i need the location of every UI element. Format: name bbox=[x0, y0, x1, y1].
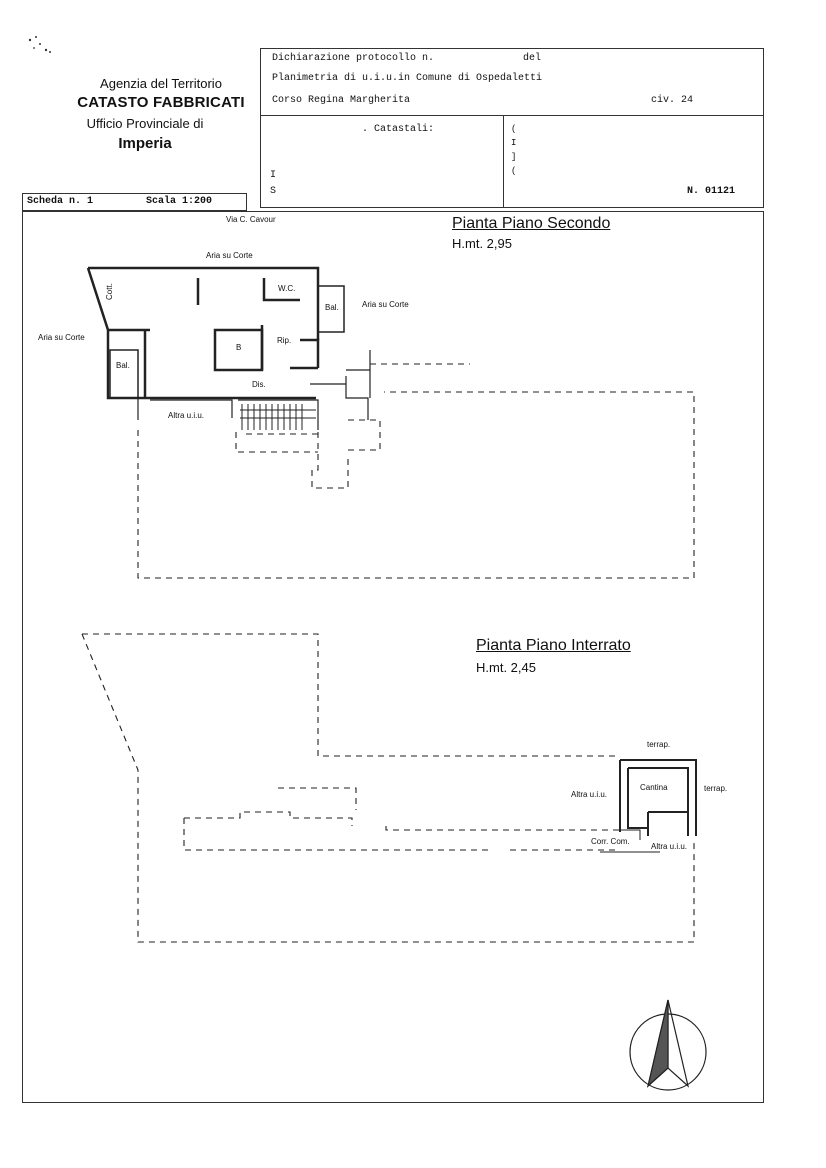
agency-name: Agenzia del Territorio bbox=[100, 76, 222, 91]
address-text: Corso Regina Margherita bbox=[272, 95, 411, 106]
cantina-label: Cantina bbox=[640, 783, 668, 792]
balcony-right bbox=[317, 285, 345, 333]
header-box bbox=[260, 48, 764, 208]
agency-province: Imperia bbox=[118, 135, 172, 152]
b-label: B bbox=[236, 343, 242, 352]
corr-label: Corr. Com. bbox=[591, 837, 630, 846]
agency-office: Ufficio Provinciale di bbox=[86, 116, 204, 131]
left-mark-s: S bbox=[270, 186, 277, 197]
dis-label: Dis. bbox=[252, 380, 266, 389]
bal-right-label: Bal. bbox=[325, 303, 339, 312]
bal-left-label: Bal. bbox=[116, 361, 130, 370]
drawing-frame bbox=[22, 211, 764, 1103]
terrap-right-label: terrap. bbox=[704, 784, 728, 793]
cantina-walls bbox=[619, 759, 697, 836]
document-number: N. 01121 bbox=[687, 186, 736, 197]
street-label: Via C. Cavour bbox=[226, 215, 276, 224]
civic-number: civ. 24 bbox=[651, 95, 694, 106]
plan-second-height: H.mt. 2,95 bbox=[452, 236, 512, 251]
protocol-label: Dichiarazione protocollo n. bbox=[272, 53, 435, 64]
stair-steps bbox=[240, 404, 316, 430]
second-floor-dashed bbox=[137, 363, 695, 579]
wc-label: W.C. bbox=[278, 284, 296, 293]
aria-top-label: Aria su Corte bbox=[206, 251, 253, 260]
planimetria-text: Planimetria di u.i.u.in Comune di Ospeda… bbox=[272, 73, 543, 84]
scheda-box bbox=[22, 193, 247, 211]
agency-logo-marks bbox=[24, 30, 64, 70]
agency-catasto: CATASTO FABBRICATI bbox=[77, 94, 245, 111]
balcony-left bbox=[109, 349, 139, 399]
north-arrow-icon bbox=[629, 999, 707, 1091]
plan-basement-title: Pianta Piano Interrato bbox=[476, 637, 631, 654]
aria-left-label: Aria su Corte bbox=[38, 333, 85, 342]
logo-dots-icon bbox=[28, 36, 51, 53]
del-label: del bbox=[523, 53, 542, 64]
terrap-top-label: terrap. bbox=[647, 740, 671, 749]
rip-label: Rip. bbox=[277, 336, 292, 345]
left-mark-i: I bbox=[270, 170, 277, 181]
catastali-label: . Catastali: bbox=[362, 124, 435, 135]
scheda-label: Scheda n. 1 bbox=[27, 196, 94, 207]
altra-label: Altra u.i.u. bbox=[168, 411, 205, 420]
scale-label: Scala 1:200 bbox=[146, 196, 213, 207]
aria-right-label: Aria su Corte bbox=[362, 300, 409, 309]
plan-basement-height: H.mt. 2,45 bbox=[476, 660, 536, 675]
altra-left-label: Altra u.i.u. bbox=[571, 790, 608, 799]
plan-second-title: Pianta Piano Secondo bbox=[452, 215, 611, 232]
altra-bottom-label: Altra u.i.u. bbox=[651, 842, 688, 851]
basement-dashed bbox=[81, 633, 695, 943]
mid-marks: ( I ] ( bbox=[511, 124, 517, 176]
cott-label: Cott. bbox=[105, 283, 114, 300]
